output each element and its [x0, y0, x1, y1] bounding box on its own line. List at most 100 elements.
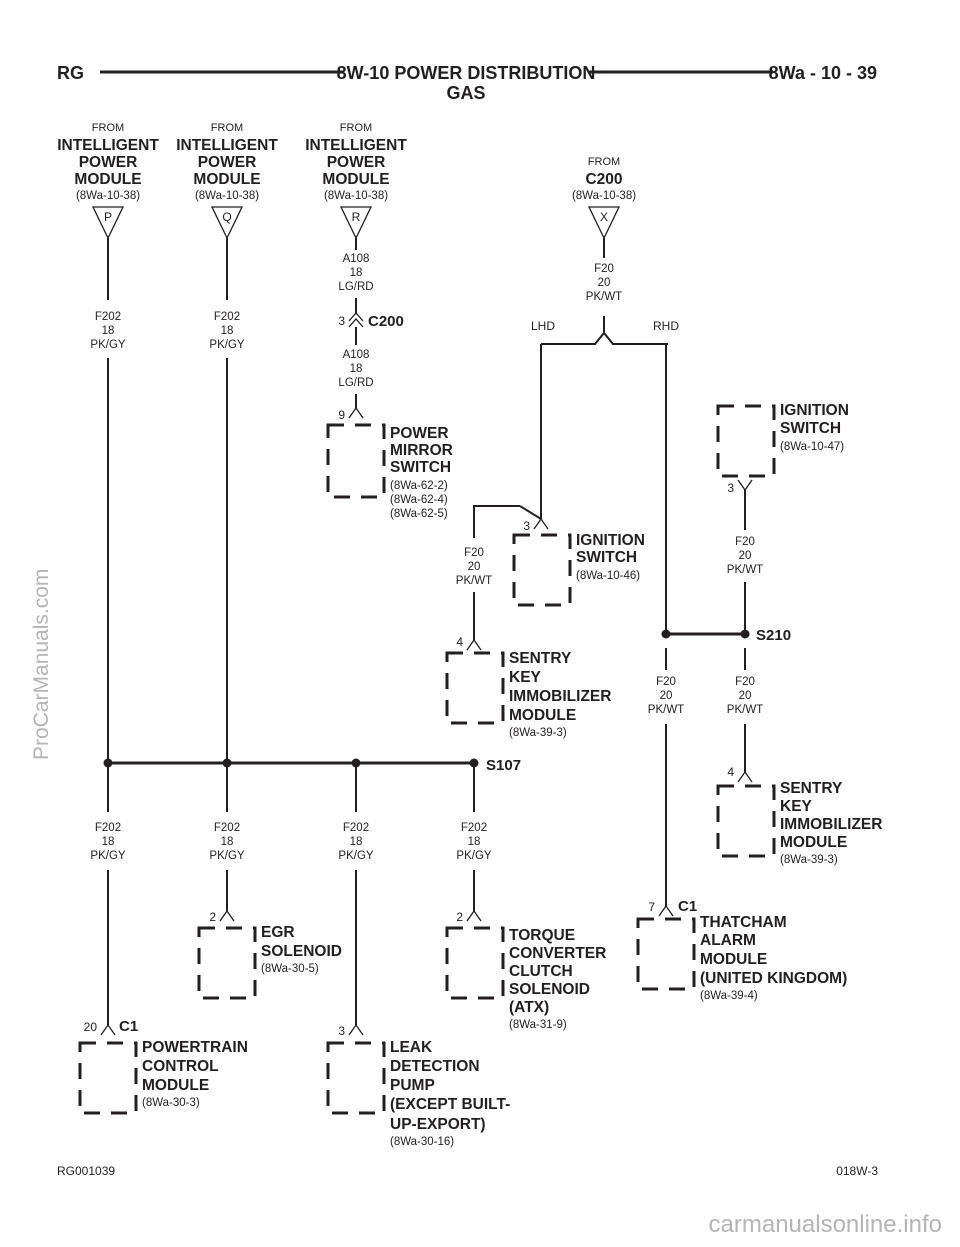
component-name-line: THATCHAM — [700, 914, 787, 931]
wire-label-line: PK/WT — [648, 704, 684, 716]
component-ref: (8Wa-30-3) — [142, 1097, 200, 1109]
splice-dot-s210 — [740, 629, 750, 639]
component-name-line: (ATX) — [509, 999, 549, 1016]
component-sentry-key-lhd: 4 SENTRY KEY IMMOBILIZER MODULE (8Wa-39-… — [445, 635, 611, 739]
component-name-line: UP-EXPORT) — [390, 1116, 486, 1133]
component-pin-label: 3 — [727, 481, 734, 495]
component-outline — [326, 1041, 386, 1115]
source-ref: (8Wa-10-38) — [324, 190, 388, 202]
wire-label-line: LG/RD — [338, 281, 373, 293]
wire-label-line: 18 — [221, 836, 234, 848]
component-name-line: MODULE — [700, 951, 767, 968]
source-c200-x: FROM C200 (8Wa-10-38) X — [572, 156, 636, 240]
component-name-line: KEY — [509, 669, 542, 686]
component-leak-detection-pump: 3 LEAK DETECTION PUMP (EXCEPT BUILT- UP-… — [326, 1023, 510, 1148]
wire-label-line: 18 — [350, 267, 363, 279]
component-pin-label: 2 — [209, 910, 216, 924]
component-name-line: SENTRY — [509, 650, 572, 667]
component-powertrain-control-module: 20 C1 POWERTRAIN CONTROL MODULE (8Wa-30-… — [78, 1018, 248, 1115]
wire-label-line: F202 — [343, 822, 369, 834]
wire-label-line: F202 — [95, 822, 121, 834]
component-ref: (8Wa-31-9) — [509, 1019, 567, 1031]
component-name-line: CLUTCH — [509, 963, 573, 980]
wire-ignition-to-sentry-bend — [519, 505, 542, 520]
component-ref: (8Wa-10-46) — [576, 570, 640, 582]
source-from-label: FROM — [92, 122, 124, 134]
splice-dot — [222, 758, 232, 768]
component-name-line: IGNITION — [780, 402, 849, 419]
source-from-label: FROM — [340, 122, 372, 134]
component-name-line: ALARM — [700, 932, 756, 949]
connector-pin-label: 3 — [338, 314, 345, 328]
wire-label-line: PK/GY — [209, 850, 244, 862]
component-power-mirror-switch: 9 POWER MIRROR SWITCH (8Wa-62-2) (8Wa-62… — [326, 406, 453, 520]
component-outline — [636, 917, 696, 991]
component-outline — [716, 404, 776, 478]
component-pin-label: 20 — [84, 1020, 98, 1034]
source-name-line: POWER — [327, 154, 386, 171]
component-name-line: SENTRY — [780, 780, 843, 797]
component-ref: (8Wa-62-2) — [390, 480, 448, 492]
wire-label-line: 20 — [739, 690, 752, 702]
component-name-line: POWER — [390, 425, 449, 442]
source-name-line: INTELLIGENT — [305, 137, 407, 154]
wire-label-line: A108 — [343, 253, 370, 265]
component-name-line: MODULE — [780, 834, 847, 851]
footer-figure-id: RG001039 — [57, 1164, 115, 1178]
header-page-number: 8Wa - 10 - 39 — [769, 63, 877, 83]
component-outline — [512, 533, 572, 607]
wire-ignition-to-sentry — [473, 505, 520, 538]
wire-label-line: 18 — [221, 325, 234, 337]
header-subtitle: GAS — [446, 83, 485, 103]
source-ipm-p: FROM INTELLIGENT POWER MODULE (8Wa-10-38… — [57, 122, 159, 240]
header-title: 8W-10 POWER DISTRIBUTION — [337, 63, 596, 83]
wire-label-line: PK/WT — [586, 291, 622, 303]
wire-label-line: PK/WT — [727, 704, 763, 716]
wire-label-line: F202 — [95, 311, 121, 323]
component-name-line: DETECTION — [390, 1058, 480, 1075]
wire-label-line: PK/GY — [338, 850, 373, 862]
source-ref: (8Wa-10-38) — [572, 190, 636, 202]
splice-dot — [103, 758, 113, 768]
source-name-line: INTELLIGENT — [57, 137, 159, 154]
component-thatcham-alarm: 7 C1 THATCHAM ALARM MODULE (UNITED KINGD… — [636, 898, 847, 1002]
branch-rhd-label: RHD — [653, 319, 679, 333]
component-pin-label: 3 — [523, 519, 530, 533]
wire-label-line: 20 — [468, 561, 481, 573]
component-name-line: SWITCH — [780, 420, 841, 437]
component-connector-label: C1 — [119, 1018, 138, 1035]
connector-chevron-lower — [348, 318, 364, 328]
wire-label-line: 18 — [102, 325, 115, 337]
wire-label-line: 18 — [350, 836, 363, 848]
component-name-line: SWITCH — [390, 459, 451, 476]
component-ref: (8Wa-39-4) — [700, 990, 758, 1002]
wire-label-line: LG/RD — [338, 377, 373, 389]
component-name-line: IMMOBILIZER — [780, 816, 882, 833]
splice-label-s210: S210 — [756, 627, 791, 644]
component-name-line: MIRROR — [390, 442, 453, 459]
lhd-rhd-branch: LHD RHD — [531, 319, 679, 345]
source-pin-label: P — [104, 210, 112, 224]
component-connector-label: C1 — [678, 898, 697, 915]
component-name-line: PUMP — [390, 1077, 435, 1094]
wire-label-line: 18 — [350, 363, 363, 375]
component-name-line: SWITCH — [576, 549, 637, 566]
wire-label-line: F20 — [735, 536, 755, 548]
wire-label-line: F202 — [214, 822, 240, 834]
wire-label-line: PK/GY — [209, 339, 244, 351]
source-name-line: POWER — [79, 154, 138, 171]
footer-code: 018W-3 — [836, 1164, 878, 1178]
component-ref: (8Wa-39-3) — [509, 727, 567, 739]
component-pin-label: 4 — [456, 635, 463, 649]
wire-label-line: PK/WT — [727, 564, 763, 576]
wire-label-line: 20 — [660, 690, 673, 702]
branch-split-line — [541, 331, 668, 345]
component-outline — [78, 1041, 138, 1115]
pin-chevron — [737, 479, 753, 492]
splice-dot — [351, 758, 361, 768]
wire-label-line: PK/GY — [90, 339, 125, 351]
component-pin-label: 7 — [648, 900, 655, 914]
component-ref: (8Wa-10-47) — [780, 441, 844, 453]
pin-chevron — [466, 638, 482, 651]
